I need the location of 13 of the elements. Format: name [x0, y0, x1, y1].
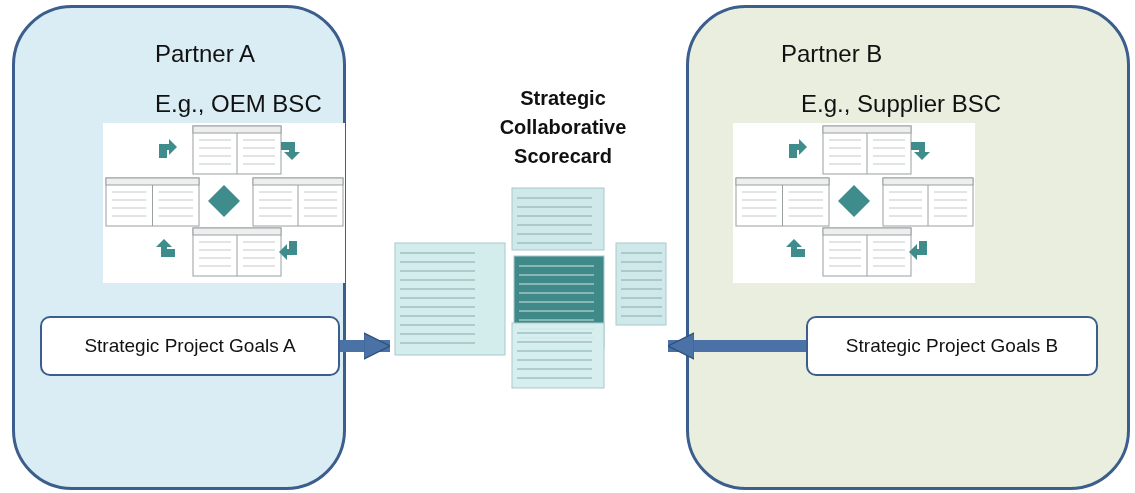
goal-box: Strategic Project Goals A [40, 316, 340, 376]
panel-heading: Partner A [155, 40, 256, 68]
scorecard-picture [103, 123, 345, 283]
panel-subheading: E.g., OEM BSC [155, 90, 322, 118]
partner-panel [686, 5, 1130, 490]
diagram-title: Strategic Collaborative Scorecard [498, 86, 628, 169]
partner-panel [12, 5, 346, 490]
block-arrow [340, 332, 391, 360]
scorecard-picture [733, 123, 975, 283]
goal-box: Strategic Project Goals B [806, 316, 1098, 376]
panel-heading: Partner B [781, 40, 883, 68]
block-arrow [667, 332, 806, 360]
panel-subheading: E.g., Supplier BSC [801, 90, 1002, 118]
